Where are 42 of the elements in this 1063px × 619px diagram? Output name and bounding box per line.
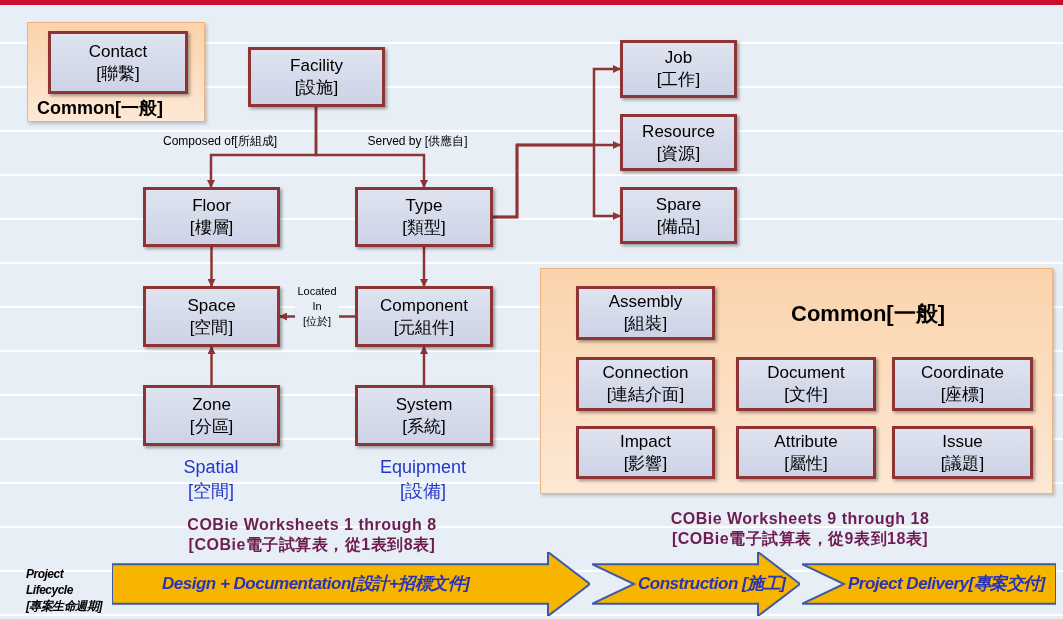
group-caption: Spatial [空間] [183,456,239,503]
entity-box: Spare [備品] [620,187,737,244]
entity-box: Space [空間] [143,286,280,347]
phase-label: Project Delivery[專案交付] [848,573,1045,596]
entity-box: Resource [資源] [620,114,737,171]
group-caption: Equipment [設備] [379,456,467,503]
group-heading: Common[一般] [37,97,163,120]
entity-box: Floor [樓層] [143,187,280,247]
entity-box: Document [文件] [736,357,876,411]
edge-label: Served by [供應自] [365,132,470,150]
entity-box: System [系統] [355,385,493,446]
group-heading: Common[一般] [791,300,945,328]
group-panel [27,22,205,122]
worksheet-caption: COBie Worksheets 1 through 8 [187,515,437,535]
worksheet-caption: COBie Worksheets 9 through 18 [670,509,930,529]
group-panel [540,268,1053,494]
connector-arrow [314,107,428,188]
connector-arrow [420,346,428,385]
entity-box: Component [元組件] [355,286,493,347]
entity-box: Assembly [組裝] [576,286,715,340]
worksheet-caption: [COBie電子試算表，從9表到18表] [671,529,929,549]
worksheet-caption: [COBie電子試算表，從1表到8表] [188,535,436,555]
entity-box: Issue [議題] [892,426,1033,479]
phase-band [112,552,590,616]
edge-label: Located In [位於] [295,284,339,329]
lifecycle-label: Project Lifecycle [專案生命週期] [26,566,102,614]
connector-arrow [207,346,216,385]
entity-box: Impact [影響] [576,426,715,479]
entity-box: Job [工作] [620,40,737,98]
connector-arrow [420,247,428,287]
connector-arrow [207,247,216,287]
phase-label: Construction [施工] [638,573,786,596]
phase-band [592,552,800,616]
entity-box: Connection [連結介面] [576,357,715,411]
entity-box: Type [類型] [355,187,493,247]
entity-box: Zone [分區] [143,385,280,446]
phase-label: Design + Documentation[設計+招標文件] [162,573,470,596]
edge-label: Composed of[所組成] [160,132,279,150]
entity-box: Contact [聯繫] [48,31,188,94]
entity-box: Facility [設施] [248,47,385,107]
entity-box: Attribute [屬性] [736,426,876,479]
entity-box: Coordinate [座標] [892,357,1033,411]
